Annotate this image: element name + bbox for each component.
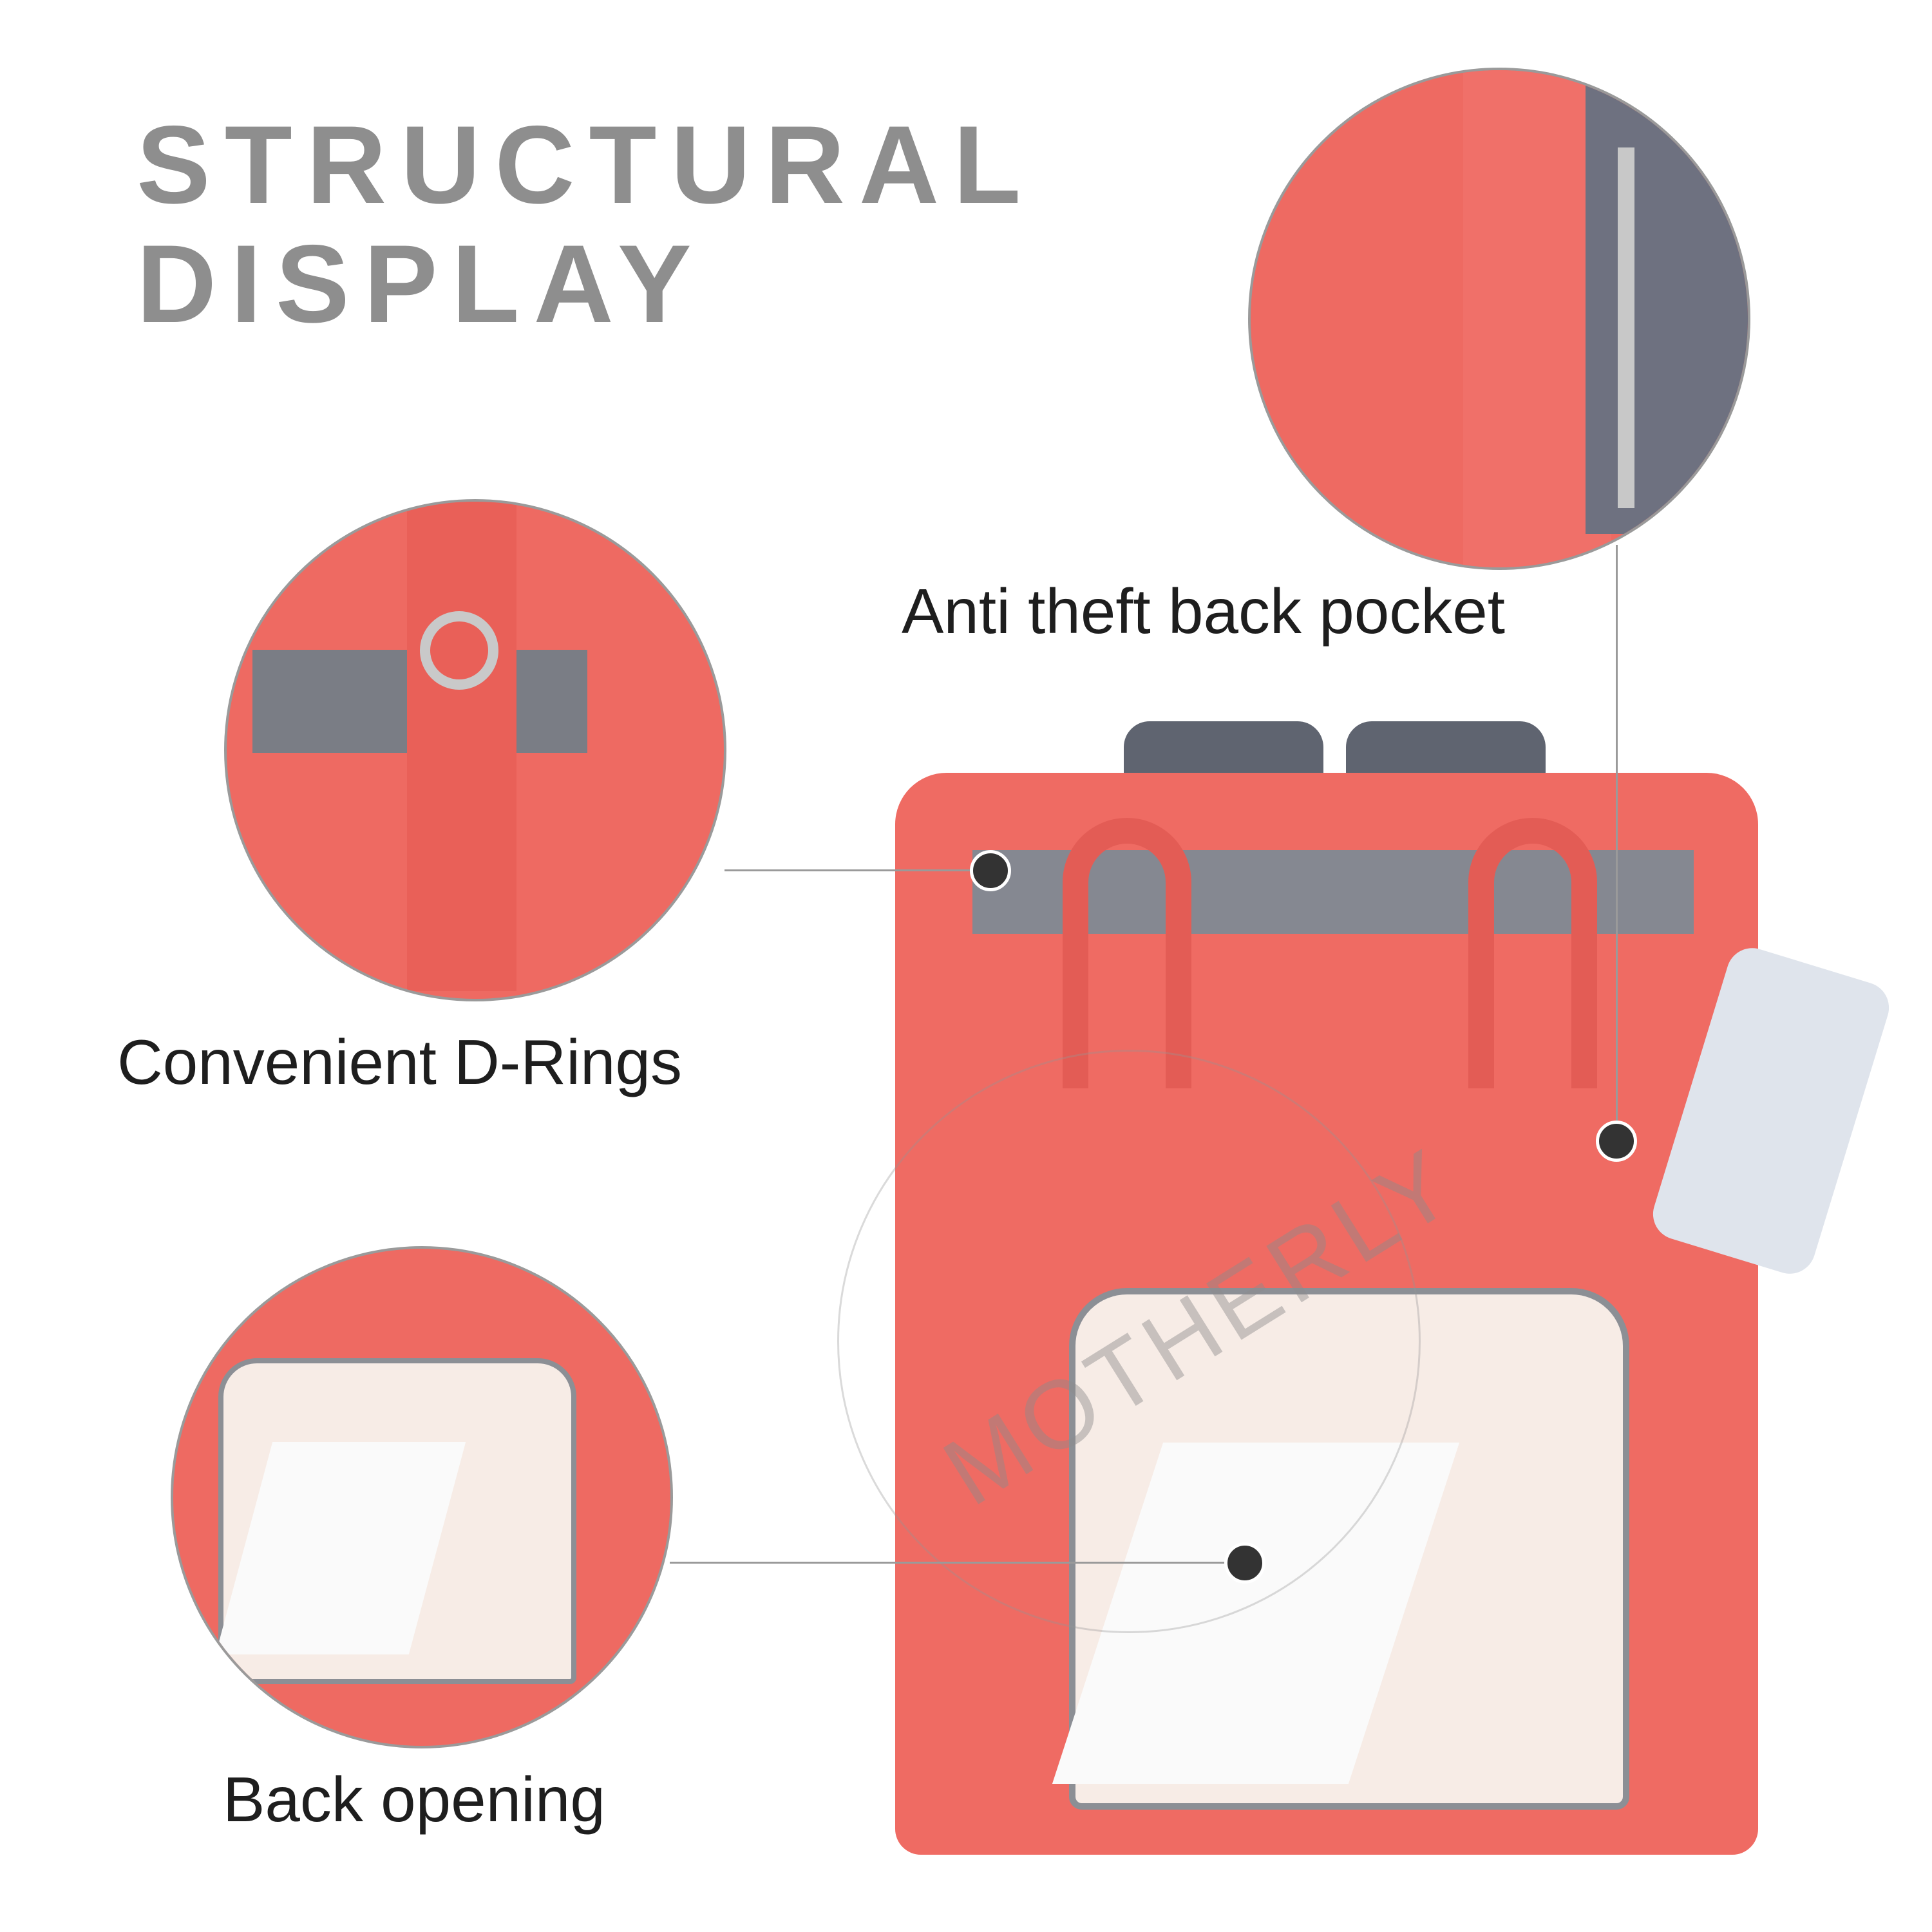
connector-d-rings xyxy=(724,869,992,871)
detail-back-opening xyxy=(171,1246,673,1748)
page-title-line1: STRUCTURAL xyxy=(137,103,1036,227)
page-title-line2: DISPLAY xyxy=(137,222,706,346)
label-anti-theft-pocket: Anti theft back pocket xyxy=(902,576,1505,647)
label-d-rings: Convenient D-Rings xyxy=(117,1027,682,1097)
hotspot-back-opening[interactable] xyxy=(1224,1542,1265,1584)
handle-right xyxy=(1468,818,1597,1088)
hotspot-d-rings[interactable] xyxy=(970,850,1011,891)
watermark-logo: MOTHERLY xyxy=(837,1050,1475,1633)
handle-left xyxy=(1063,818,1191,1088)
detail-d-rings xyxy=(224,499,726,1001)
connector-back-opening xyxy=(670,1562,1246,1564)
connector-anti-theft xyxy=(1616,545,1618,1124)
detail-anti-theft-pocket xyxy=(1248,68,1750,570)
label-back-opening: Back opening xyxy=(223,1764,605,1835)
hotspot-anti-theft[interactable] xyxy=(1596,1121,1637,1162)
